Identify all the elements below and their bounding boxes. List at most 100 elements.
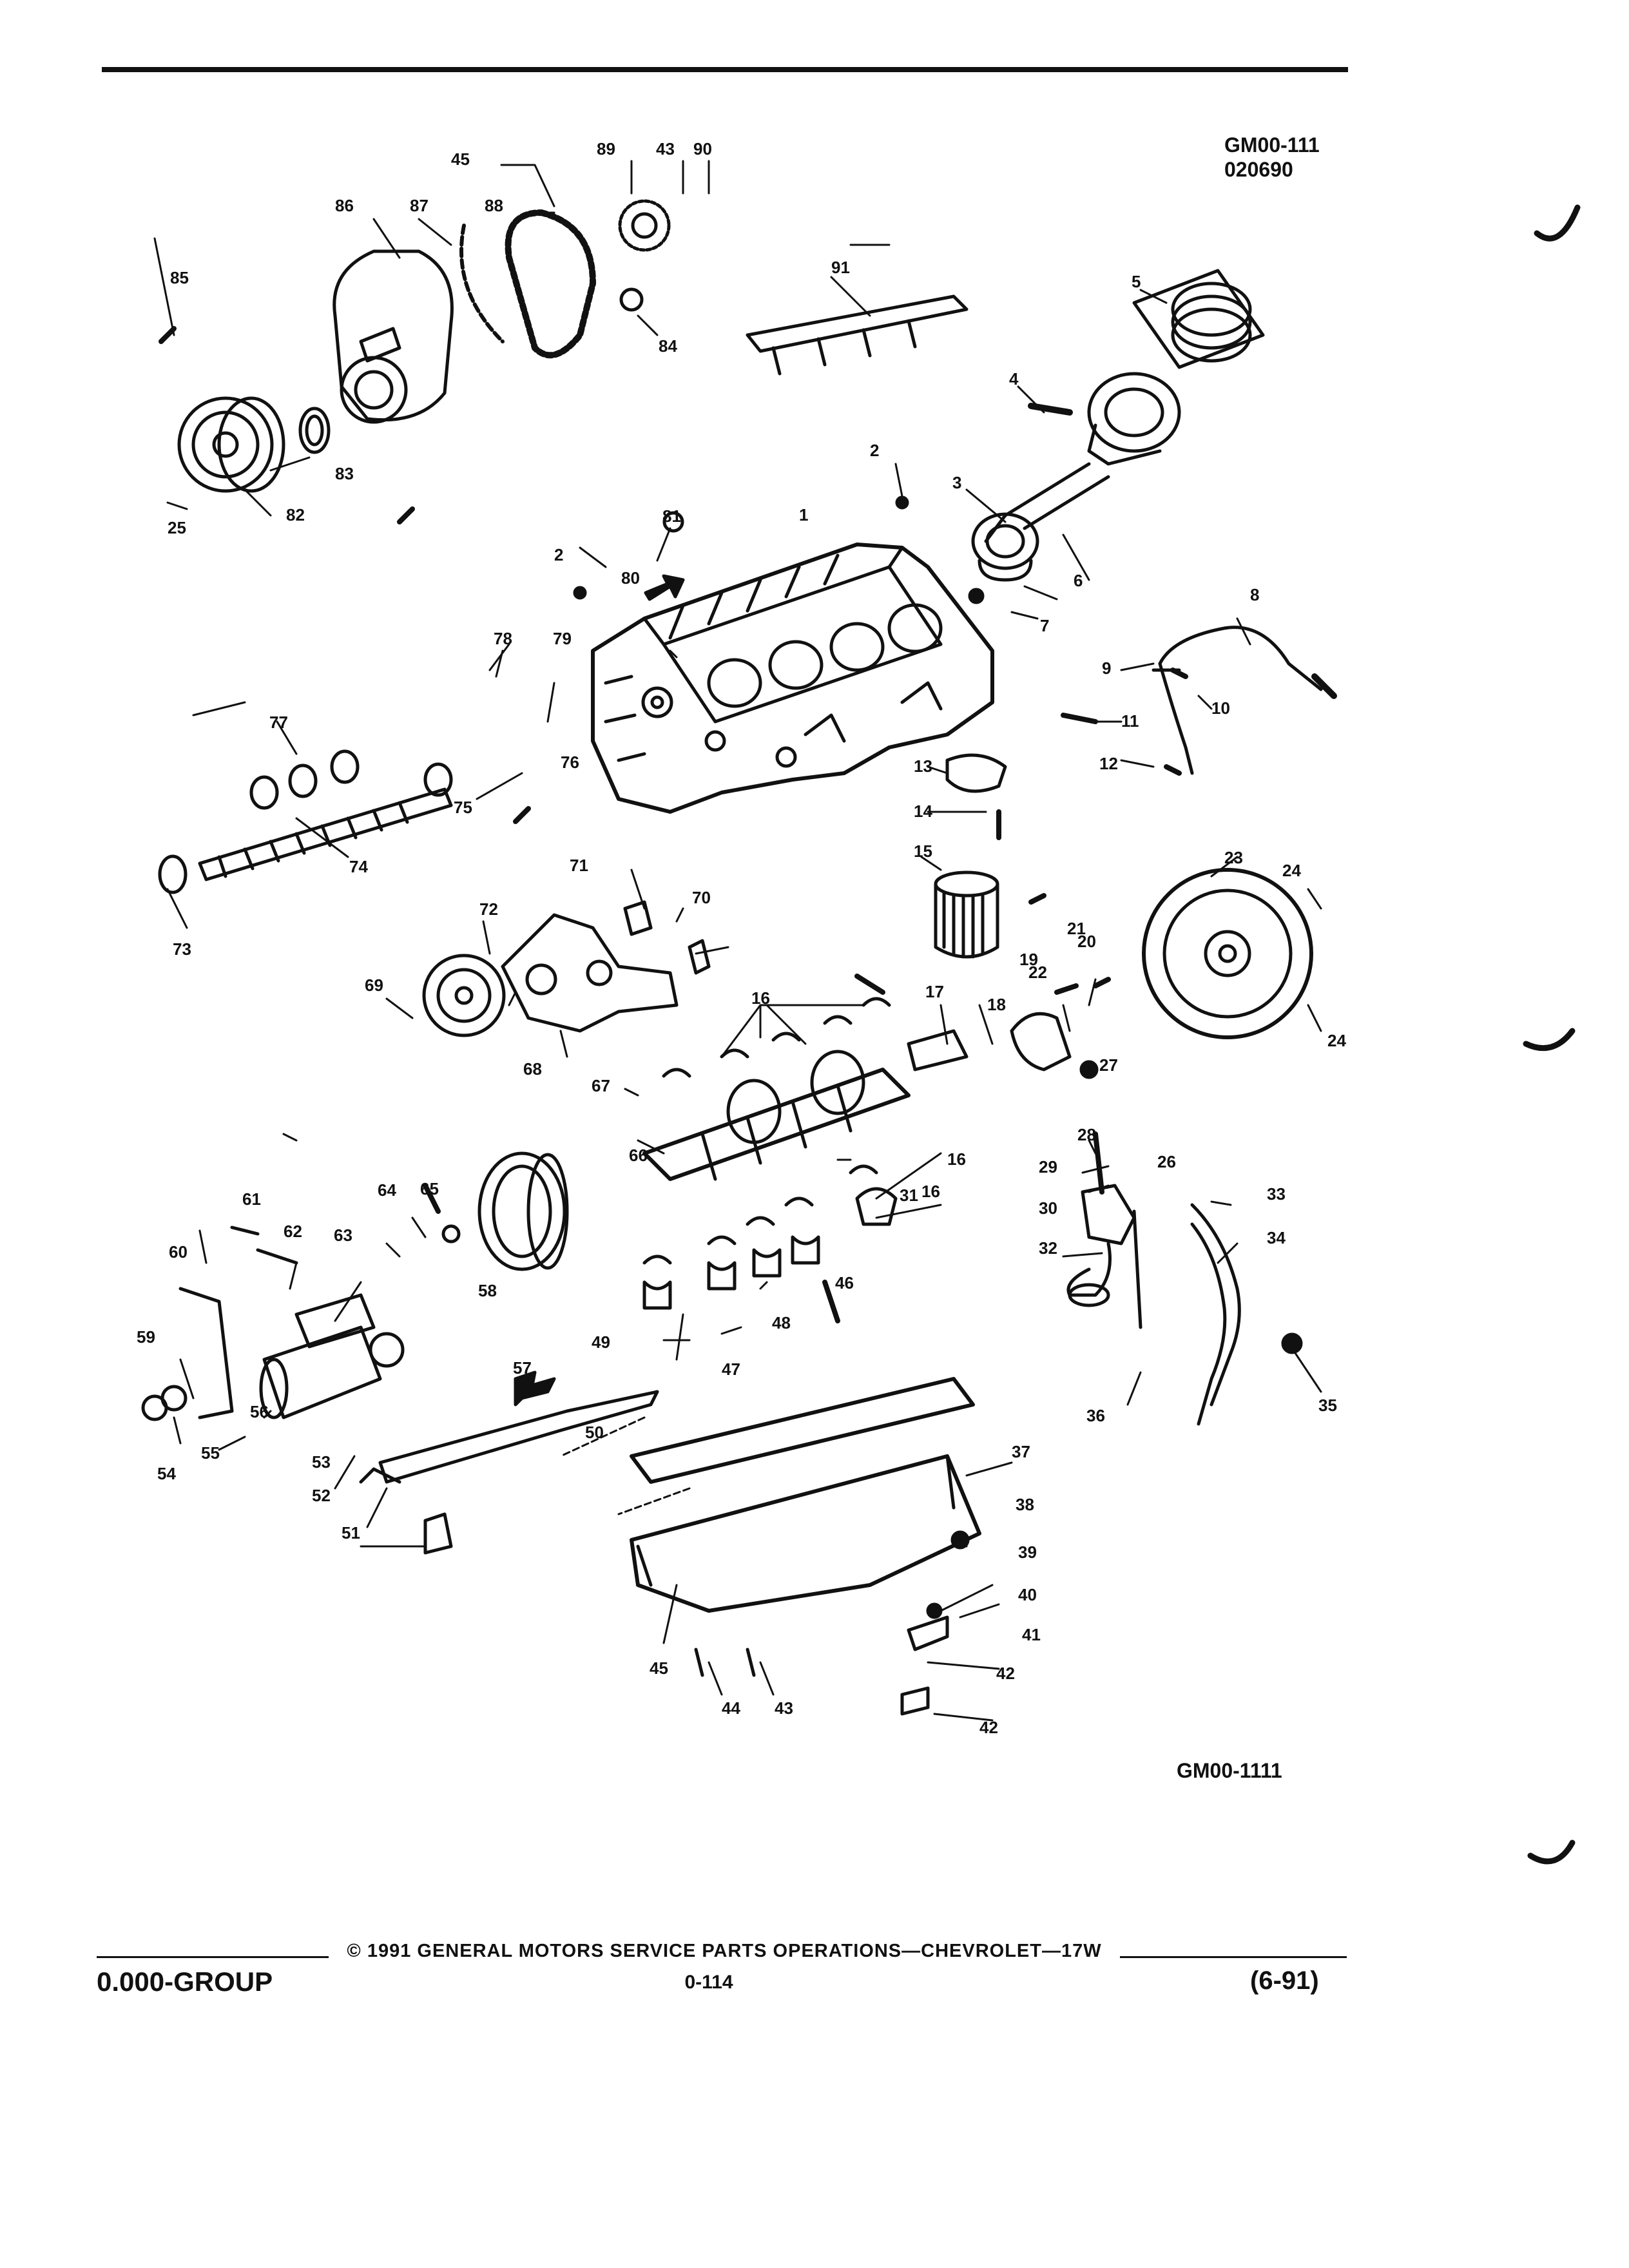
callout-label: 33 <box>1267 1184 1286 1204</box>
footer-rule-left <box>97 1956 329 1958</box>
oil-pump <box>1066 1131 1142 1329</box>
callout-label: 6 <box>1074 571 1083 590</box>
callout-label: 17 <box>925 982 944 1001</box>
callout-label: 61 <box>242 1189 261 1209</box>
callout-label: 65 <box>420 1179 439 1198</box>
callout-label: 12 <box>1099 754 1118 773</box>
callout-label: 79 <box>553 629 572 648</box>
callout-label: 58 <box>478 1281 497 1300</box>
callout-label: 2 <box>554 545 563 564</box>
callout-label: 4 <box>1009 369 1019 389</box>
callout-label: 54 <box>157 1464 176 1483</box>
callout-label: 9 <box>1102 658 1111 678</box>
callout-label: 66 <box>629 1146 648 1165</box>
callout-label: 51 <box>342 1523 360 1542</box>
callout-label: 38 <box>1016 1495 1034 1514</box>
callout-label: 15 <box>914 841 932 861</box>
timing-cover <box>333 249 454 424</box>
water-pump <box>422 913 679 1037</box>
callout-label: 48 <box>772 1313 791 1332</box>
callout-label: 36 <box>1086 1406 1105 1425</box>
callout-labels: 1 2 2 3 4 5 6 7 8 9 10 11 12 13 14 15 16… <box>137 139 1346 1737</box>
callout-label: 18 <box>987 995 1006 1014</box>
callout-label: 83 <box>335 464 354 483</box>
callout-label: 57 <box>513 1358 532 1378</box>
callout-label: 47 <box>722 1360 740 1379</box>
callout-label: 62 <box>284 1222 302 1241</box>
callout-label: 31 <box>900 1186 918 1205</box>
callout-label: 5 <box>1132 272 1141 291</box>
callout-label: 7 <box>1040 616 1049 635</box>
callout-label: 64 <box>378 1180 396 1200</box>
footer-copyright: © 1991 GENERAL MOTORS SERVICE PARTS OPER… <box>347 1941 1102 1961</box>
callout-label: 11 <box>1121 711 1139 731</box>
callout-label: 73 <box>173 939 191 959</box>
callout-label: 44 <box>722 1698 740 1718</box>
callout-label: 69 <box>365 975 383 995</box>
callout-label: 39 <box>1018 1542 1037 1562</box>
callout-label: 24 <box>1327 1031 1346 1050</box>
binding-hole-mark <box>1523 1028 1576 1052</box>
binding-hole-mark <box>1527 1840 1576 1865</box>
callout-label: 43 <box>656 139 675 159</box>
callout-label: 89 <box>597 139 615 159</box>
callout-label: 42 <box>979 1718 998 1737</box>
callout-label: 10 <box>1211 698 1230 718</box>
diagram-code: GM00-111 <box>1224 133 1320 157</box>
oil-filter <box>934 870 999 959</box>
callout-label: 16 <box>947 1149 966 1169</box>
footer-group: 0.000-GROUP <box>97 1966 273 1997</box>
callout-label: 32 <box>1039 1238 1057 1258</box>
sensor-harness <box>1158 626 1323 691</box>
callout-label: 14 <box>914 802 932 821</box>
piston-assembly <box>971 269 1265 582</box>
figure-code: GM00-1111 <box>1177 1759 1282 1782</box>
callout-label: 59 <box>137 1327 155 1347</box>
callout-label: 1 <box>799 505 808 524</box>
callout-label: 68 <box>523 1059 542 1079</box>
harmonic-balancer <box>177 396 285 493</box>
diagram-date-code: 020690 <box>1224 158 1293 181</box>
callout-label: 71 <box>570 856 588 875</box>
callout-label: 40 <box>1018 1585 1037 1604</box>
callout-label: 82 <box>286 505 305 524</box>
callout-label: 67 <box>592 1076 610 1095</box>
callout-label: 29 <box>1039 1157 1057 1177</box>
callout-label: 8 <box>1250 585 1259 604</box>
callout-label: 90 <box>693 139 712 159</box>
callout-label: 72 <box>479 899 498 919</box>
callout-label: 34 <box>1267 1228 1286 1247</box>
footer-page-number: 0-114 <box>684 1972 733 1993</box>
callout-label: 16 <box>921 1182 940 1201</box>
callout-label: 87 <box>410 196 429 215</box>
callout-label: 23 <box>1224 848 1243 867</box>
callout-label: 3 <box>952 473 961 492</box>
callout-label: 70 <box>692 888 711 907</box>
callout-label: 30 <box>1039 1198 1057 1218</box>
callout-label: 22 <box>1028 963 1047 982</box>
callout-label: 81 <box>662 506 681 526</box>
callout-label: 28 <box>1077 1125 1096 1144</box>
callout-label: 24 <box>1282 861 1301 880</box>
callout-label: 46 <box>835 1273 854 1293</box>
footer-rule-right <box>1120 1956 1347 1958</box>
callout-label: 56 <box>250 1402 269 1421</box>
starter-motor <box>178 1287 405 1419</box>
callout-label: 76 <box>561 753 579 772</box>
callout-label: 20 <box>1077 932 1096 951</box>
callout-label: 55 <box>201 1443 220 1463</box>
lifter-guide <box>746 294 969 353</box>
callout-label: 37 <box>1012 1442 1030 1461</box>
callout-label: 27 <box>1099 1055 1118 1075</box>
engine-block <box>591 543 994 814</box>
callout-label: 85 <box>170 268 189 287</box>
callout-label: 74 <box>349 857 368 876</box>
callout-label: 41 <box>1022 1625 1041 1644</box>
callout-label: 53 <box>312 1452 331 1472</box>
callout-label: 2 <box>870 441 879 460</box>
oil-pan-gasket <box>378 1390 659 1484</box>
main-bearings <box>642 997 898 1310</box>
callout-label: 84 <box>659 336 677 356</box>
callout-label: 63 <box>334 1225 352 1245</box>
